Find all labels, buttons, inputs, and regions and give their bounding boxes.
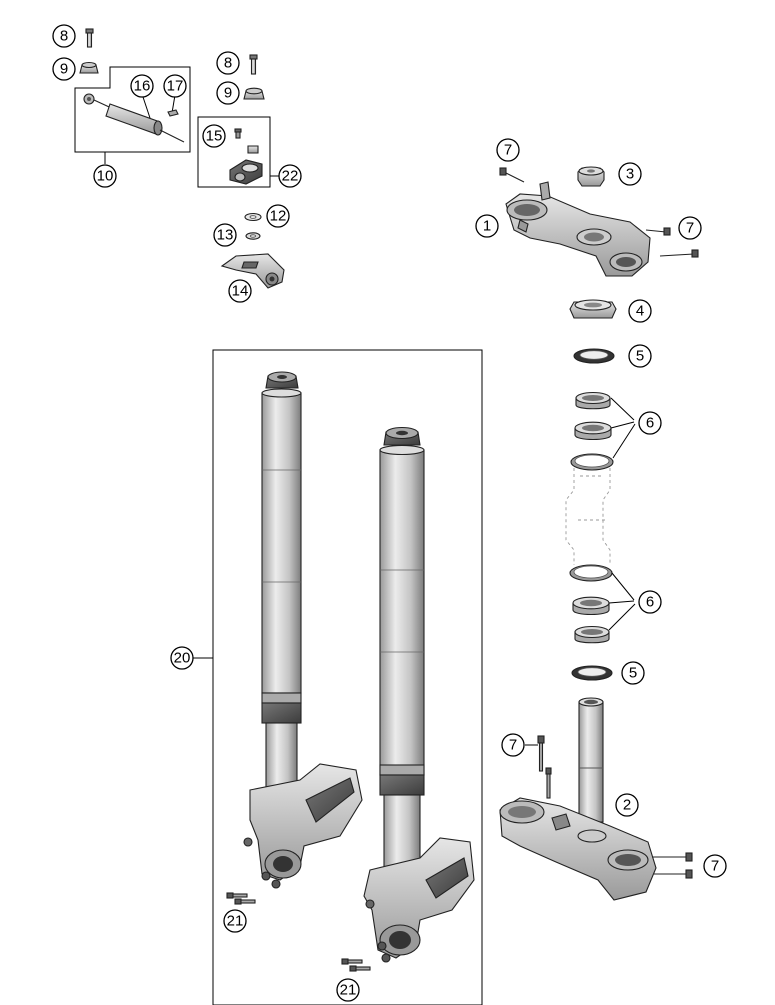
callout-5: 5 (628, 344, 652, 368)
bolt-part (249, 54, 258, 75)
lower-triple-clamp-part (499, 797, 657, 901)
svg-text:16: 16 (134, 78, 151, 95)
svg-text:21: 21 (340, 982, 357, 999)
bearing-part (574, 421, 612, 441)
svg-text:5: 5 (629, 665, 637, 682)
svg-text:2: 2 (623, 797, 631, 814)
svg-text:20: 20 (174, 650, 191, 667)
fork-legs-box (212, 349, 483, 1005)
svg-text:7: 7 (509, 737, 517, 754)
steering-damper-group (74, 28, 285, 289)
callout-5: 5 (621, 661, 645, 685)
svg-text:17: 17 (167, 78, 184, 95)
callout-7: 7 (678, 216, 702, 240)
svg-text:5: 5 (636, 348, 644, 365)
callout-21: 21 (223, 909, 247, 933)
svg-text:1: 1 (483, 218, 491, 235)
callout-15: 15 (202, 124, 226, 148)
svg-text:9: 9 (224, 85, 232, 102)
svg-text:7: 7 (504, 142, 512, 159)
svg-text:12: 12 (270, 208, 287, 225)
steering-stem-part (578, 697, 604, 823)
callout-22: 22 (278, 164, 302, 188)
bearing-race-part (569, 564, 613, 582)
damper-group-box (74, 66, 191, 153)
callout-2: 2 (615, 793, 639, 817)
clamp-group-box (197, 116, 271, 188)
svg-text:6: 6 (646, 415, 654, 432)
axle-clamp-bolts-part (226, 892, 371, 972)
callout-10: 10 (93, 164, 117, 188)
bearing-part (574, 625, 610, 644)
steering-damper-part (83, 93, 185, 143)
callout-17: 17 (163, 74, 187, 98)
callout-9: 9 (52, 57, 76, 81)
callout-8: 8 (52, 24, 76, 48)
upper-triple-clamp-part (505, 181, 651, 277)
svg-text:15: 15 (206, 128, 223, 145)
svg-text:9: 9 (60, 61, 68, 78)
callout-4: 4 (628, 299, 652, 323)
steering-head-nut-part (577, 166, 605, 187)
callout-13: 13 (213, 223, 237, 247)
left-fork-leg-part (243, 371, 363, 889)
bearing-stack-group (565, 299, 636, 681)
callout-9: 9 (216, 81, 240, 105)
lower-triple-clamp-group (499, 697, 693, 901)
damper-clamp-part (229, 128, 263, 185)
callout-12: 12 (266, 204, 290, 228)
callout-6: 6 (638, 411, 662, 435)
svg-text:10: 10 (97, 168, 114, 185)
svg-text:3: 3 (626, 166, 634, 183)
svg-text:21: 21 (227, 913, 244, 930)
callout-7: 7 (496, 138, 520, 162)
svg-text:22: 22 (282, 168, 299, 185)
callout-7: 7 (501, 733, 525, 757)
callout-3: 3 (618, 162, 642, 186)
cap-part (243, 87, 265, 100)
svg-text:6: 6 (646, 594, 654, 611)
callout-8: 8 (216, 51, 240, 75)
svg-text:13: 13 (217, 227, 234, 244)
bearing-part (572, 596, 610, 616)
bolt-part (85, 28, 94, 48)
callout-1: 1 (475, 214, 499, 238)
callout-6: 6 (638, 590, 662, 614)
callout-20: 20 (170, 646, 194, 670)
bearing-race-part (570, 453, 614, 471)
bearing-part (575, 391, 611, 410)
damper-bracket-part (220, 253, 285, 289)
svg-text:8: 8 (224, 55, 232, 72)
callout-14: 14 (228, 279, 252, 303)
cap-part (79, 61, 99, 74)
callout-16: 16 (130, 74, 154, 98)
callout-7: 7 (703, 854, 727, 878)
svg-text:7: 7 (686, 220, 694, 237)
upper-triple-clamp-group (499, 166, 699, 277)
svg-text:7: 7 (711, 858, 719, 875)
svg-text:4: 4 (636, 303, 644, 320)
callout-21: 21 (336, 978, 360, 1002)
right-fork-leg-part (363, 426, 475, 963)
svg-text:8: 8 (60, 28, 68, 45)
svg-text:14: 14 (232, 283, 249, 300)
